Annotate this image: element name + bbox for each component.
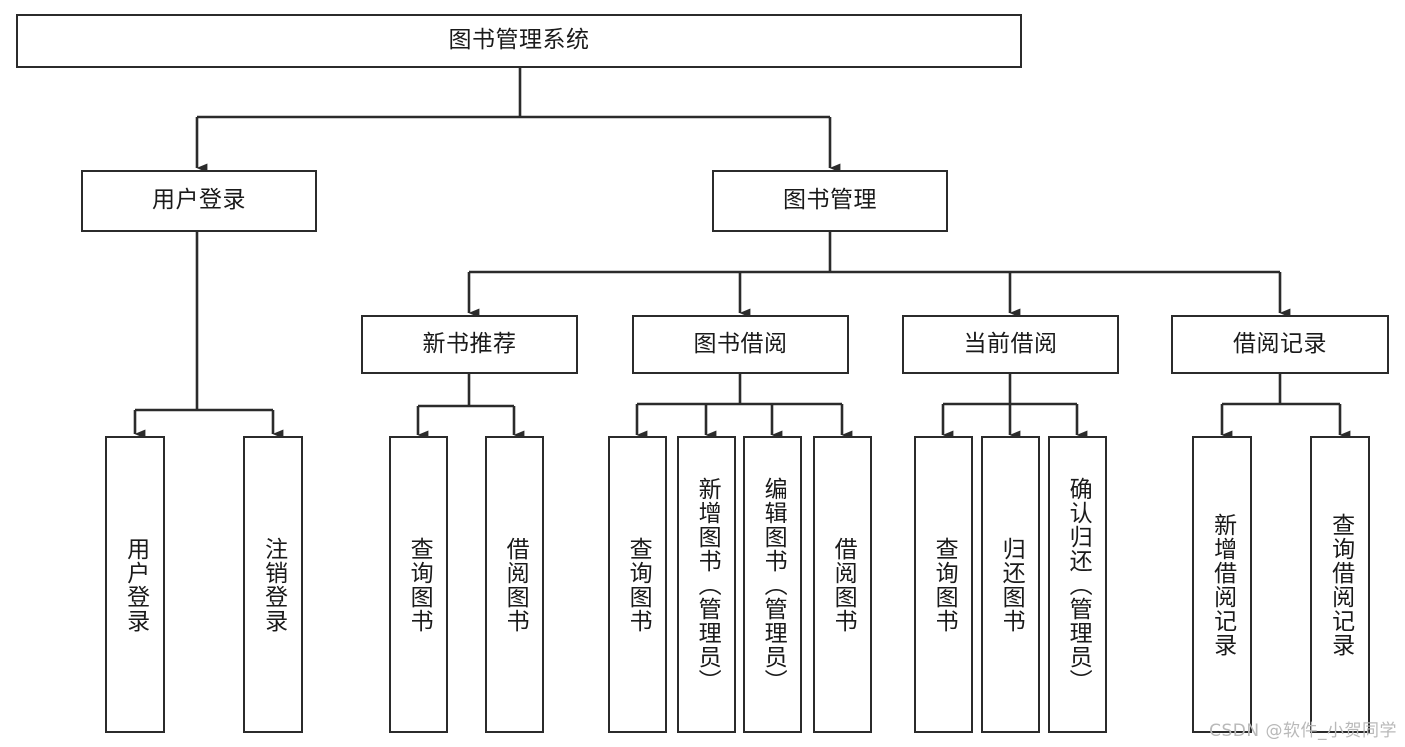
leaf-confirm-return[interactable]: 确认归还（管理员） xyxy=(1048,436,1107,733)
leaf-add-book-label: 新增图书（管理员） xyxy=(694,476,721,693)
leaf-query-record[interactable]: 查询借阅记录 xyxy=(1310,436,1370,733)
node-current-borrow-label: 当前借阅 xyxy=(963,330,1058,357)
leaf-borrow-book-2[interactable]: 借阅图书 xyxy=(813,436,872,733)
leaf-logout[interactable]: 注销登录 xyxy=(243,436,303,733)
leaf-borrow-book-1-label: 借阅图书 xyxy=(502,536,529,633)
leaf-query-book-2-label: 查询图书 xyxy=(625,536,652,633)
leaf-add-record-label: 新增借阅记录 xyxy=(1209,512,1236,657)
leaf-edit-book[interactable]: 编辑图书（管理员） xyxy=(743,436,802,733)
leaf-return-book[interactable]: 归还图书 xyxy=(981,436,1040,733)
leaf-logout-label: 注销登录 xyxy=(260,536,287,633)
leaf-query-book-1[interactable]: 查询图书 xyxy=(389,436,448,733)
leaf-confirm-return-label: 确认归还（管理员） xyxy=(1065,476,1092,693)
node-borrow-record[interactable]: 借阅记录 xyxy=(1171,315,1389,374)
node-borrow-record-label: 借阅记录 xyxy=(1233,330,1327,357)
node-new-book-recommend[interactable]: 新书推荐 xyxy=(361,315,578,374)
leaf-query-book-3[interactable]: 查询图书 xyxy=(914,436,973,733)
node-new-book-recommend-label: 新书推荐 xyxy=(422,330,517,357)
leaf-user-login[interactable]: 用户登录 xyxy=(105,436,165,733)
leaf-return-book-label: 归还图书 xyxy=(998,536,1025,633)
leaf-query-book-3-label: 查询图书 xyxy=(931,536,958,633)
node-current-borrow[interactable]: 当前借阅 xyxy=(902,315,1119,374)
leaf-borrow-book-1[interactable]: 借阅图书 xyxy=(485,436,544,733)
node-root-label: 图书管理系统 xyxy=(448,27,590,54)
node-book-manage-label: 图书管理 xyxy=(783,187,877,214)
node-book-borrow[interactable]: 图书借阅 xyxy=(632,315,849,374)
node-user-login[interactable]: 用户登录 xyxy=(81,170,317,232)
leaf-query-book-2[interactable]: 查询图书 xyxy=(608,436,667,733)
node-book-manage[interactable]: 图书管理 xyxy=(712,170,948,232)
leaf-add-book[interactable]: 新增图书（管理员） xyxy=(677,436,736,733)
node-root[interactable]: 图书管理系统 xyxy=(16,14,1022,68)
leaf-query-book-1-label: 查询图书 xyxy=(406,536,433,633)
node-book-borrow-label: 图书借阅 xyxy=(693,330,788,357)
node-user-login-label: 用户登录 xyxy=(152,187,246,214)
leaf-query-record-label: 查询借阅记录 xyxy=(1327,512,1354,657)
leaf-user-login-label: 用户登录 xyxy=(122,536,149,633)
leaf-borrow-book-2-label: 借阅图书 xyxy=(830,536,857,633)
leaf-edit-book-label: 编辑图书（管理员） xyxy=(760,476,787,693)
leaf-add-record[interactable]: 新增借阅记录 xyxy=(1192,436,1252,733)
